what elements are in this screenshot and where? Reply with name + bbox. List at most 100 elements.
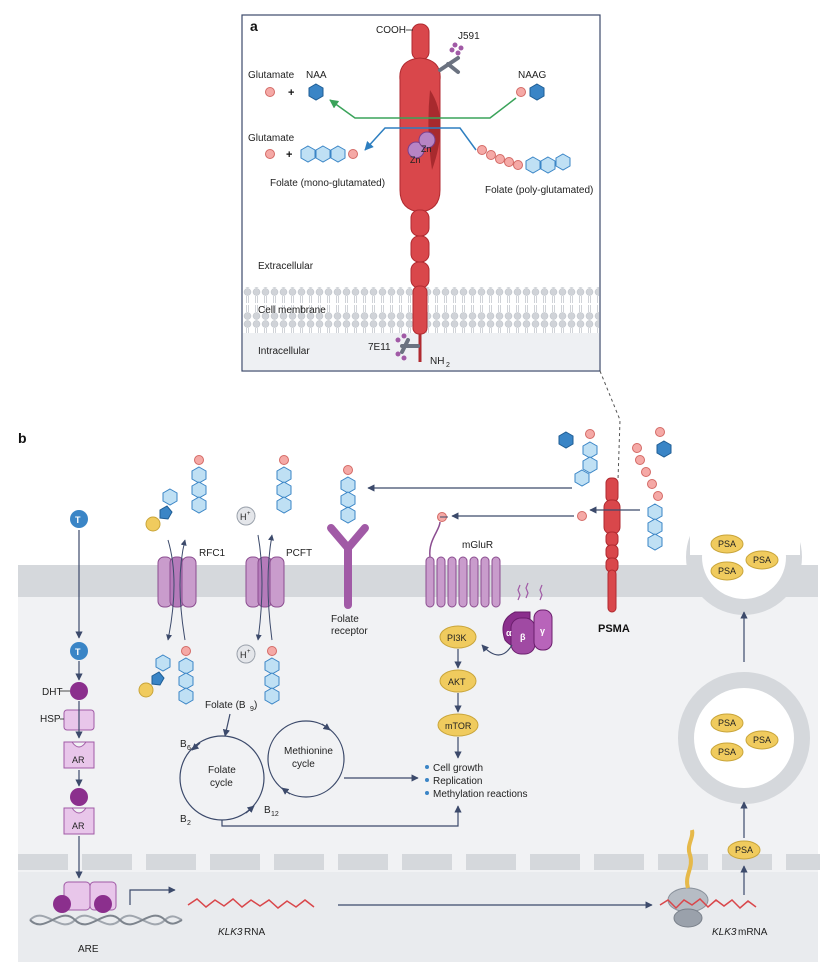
zn-ion-1 (407, 141, 425, 159)
akt-node (439, 669, 477, 693)
svg-text:PSA: PSA (753, 735, 771, 745)
zoom-connector (599, 370, 621, 481)
dht-label: DHT (42, 687, 63, 698)
outcome-methylation: Methylation reactions (433, 789, 528, 800)
outcome-replication: Replication (433, 776, 482, 787)
7e11-label: 7E11 (368, 342, 391, 353)
folate-mono-hex-2 (315, 145, 331, 163)
rfc1-label: RFC1 (199, 548, 226, 559)
zn-label-1: Zn (410, 155, 421, 165)
panel-b-label: b (18, 430, 27, 446)
cooh-label: COOH (376, 25, 406, 36)
svg-text:6: 6 (187, 745, 191, 752)
proton-inside (236, 644, 256, 664)
svg-text:PSA: PSA (718, 718, 736, 728)
mtor-label: mTOR (445, 721, 472, 731)
folate-cycle-label-1: Folate (208, 765, 236, 776)
psma-pocket (428, 90, 441, 170)
testosterone-outside (70, 510, 88, 528)
svg-text:9: 9 (250, 706, 254, 713)
b12-label: B (264, 805, 271, 816)
klk3-rna (187, 898, 315, 909)
zn-label-2: Zn (421, 144, 432, 154)
methionine-cycle-label-2: cycle (292, 759, 315, 770)
svg-text:12: 12 (271, 811, 279, 818)
svg-text:+: + (247, 649, 251, 655)
klk3-mrna (659, 898, 757, 910)
glutamate-label-1: Glutamate (248, 70, 295, 81)
folate-receptor (327, 524, 369, 609)
psma-stalk-2 (410, 235, 430, 263)
pi3k-label: PI3K (447, 633, 467, 643)
mglur-receptor (425, 521, 501, 608)
psma-label: PSMA (598, 623, 630, 635)
are-label: ARE (78, 944, 99, 955)
ar-dimer (53, 881, 117, 913)
svg-text:H: H (240, 512, 247, 522)
svg-text:AR: AR (72, 821, 85, 831)
cell-membrane-label: Cell membrane (258, 305, 326, 316)
glutamate-molecule-2 (265, 149, 275, 159)
ar-receptor-1 (63, 741, 95, 769)
extracellular-label: Extracellular (258, 261, 314, 272)
b6-label: B (180, 739, 187, 750)
svg-text:+: + (286, 149, 292, 161)
psma-stalk-3 (410, 261, 430, 289)
j591-antibody (438, 42, 464, 74)
panel-b: b PSA PSA PSA PSA PSA PSA PSA (18, 427, 820, 962)
naag-glutamate (516, 87, 526, 97)
mtor-node (437, 713, 479, 737)
folate-poly-hex-2 (540, 156, 556, 174)
naag-label: NAAG (518, 70, 547, 81)
klk3-mrna-gene: KLK3 (712, 927, 737, 938)
plasma-membrane (18, 565, 818, 597)
svg-text:2: 2 (446, 362, 450, 369)
folate-hydrolysis-arrow (364, 127, 477, 151)
svg-text:α: α (506, 628, 512, 638)
panel-a-label: a (250, 18, 258, 34)
b2-label: B (180, 814, 187, 825)
naag-hexagon (529, 83, 545, 101)
dht-molecule (70, 682, 88, 700)
testosterone-inside (70, 642, 88, 660)
folate-mono-glu (348, 149, 358, 159)
psma-top-domain (411, 23, 430, 61)
svg-text:2: 2 (187, 820, 191, 827)
secretory-vesicle (678, 672, 810, 804)
svg-text:PSA: PSA (718, 747, 736, 757)
svg-text:+: + (288, 87, 294, 99)
panel-a: a Extracellular Cell membrane Intracellu… (241, 14, 601, 372)
psma-protein: Zn Zn (399, 23, 441, 362)
naag-hydrolysis-arrow (329, 97, 517, 119)
svg-text:PSA: PSA (718, 539, 736, 549)
outcome-cell-growth: Cell growth (433, 763, 483, 774)
svg-text:PSA: PSA (735, 845, 753, 855)
dht-bound (70, 788, 88, 806)
svg-text:): ) (254, 700, 257, 711)
pcft-transporter (245, 556, 285, 608)
g-protein: α β γ (502, 582, 553, 655)
svg-text:AR: AR (72, 755, 85, 765)
folate-outside-pcft (276, 455, 292, 514)
svg-text:+: + (247, 511, 251, 517)
folate-cycle-label-2: cycle (210, 778, 233, 789)
folate-mono-label: Folate (mono-glutamated) (270, 178, 385, 189)
klk3-mrna-suffix: mRNA (738, 927, 768, 938)
pcft-label: PCFT (286, 548, 312, 559)
folate-mono-hex-1 (300, 145, 316, 163)
naa-label: NAA (306, 70, 327, 81)
folate-inside-rfc1 (138, 646, 194, 705)
nh2-label: NH (430, 356, 444, 367)
psa-group-top: PSA PSA PSA (710, 534, 779, 581)
klk3-rna-gene: KLK3 (218, 927, 243, 938)
folate-receptor-label-2: receptor (331, 626, 368, 637)
svg-text:β: β (520, 632, 526, 642)
akt-label: AKT (448, 677, 466, 687)
psa-nascent (727, 840, 761, 860)
transcription-arrow (129, 886, 176, 905)
folate-b9-label: Folate (B (205, 700, 246, 711)
intracellular-label: Intracellular (258, 346, 310, 357)
svg-text:H: H (240, 650, 247, 660)
folate-outside-rfc1 (145, 455, 207, 532)
naa-molecule (308, 83, 324, 101)
